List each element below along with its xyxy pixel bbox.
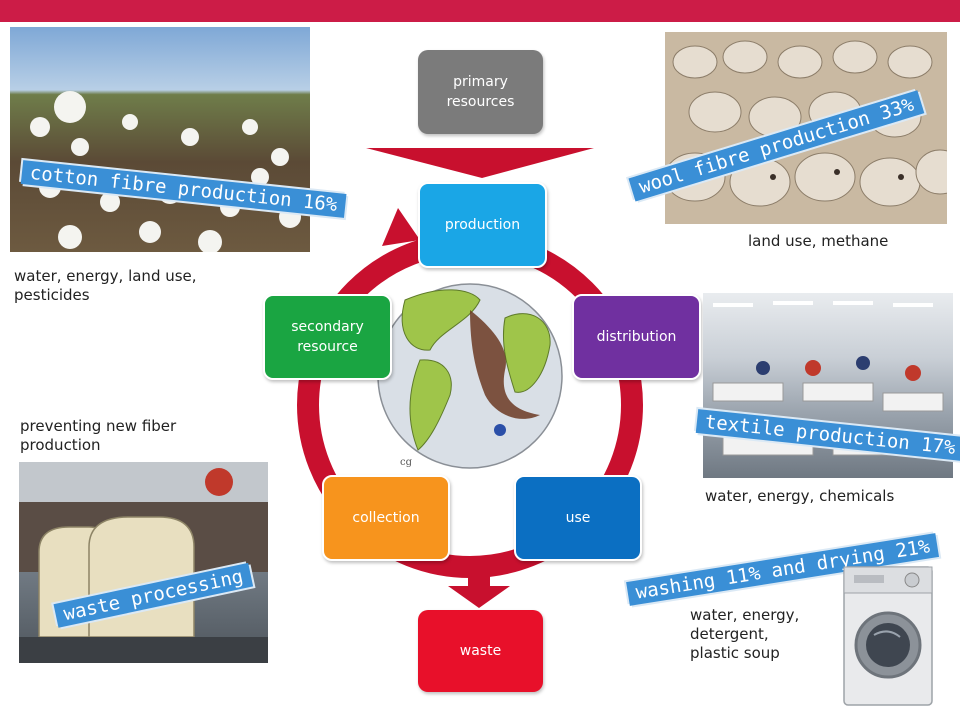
primary-down-arrow [366,148,594,178]
top-accent-bar [0,0,960,22]
cycle-arrowhead [382,208,420,246]
waste-arrow-shaft [468,556,490,586]
cotton-field-photo [10,27,310,252]
node-primary-resources-label: primary resources [446,74,515,110]
washing-machine-photo [842,565,934,707]
node-primary-resources: primary resources [418,50,543,134]
collection-bins-photo [19,462,268,663]
washing-caption: water, energy, detergent, plastic soup [690,606,800,662]
node-collection: collection [322,475,450,561]
wool-caption: land use, methane [748,232,889,250]
node-production-label: production [444,217,521,233]
cotton-caption: water, energy, land use, pesticides [14,267,197,304]
node-production: production [418,182,547,268]
globe-illustration: cg [377,283,563,469]
node-waste-label: waste [459,643,502,659]
waste-processing-caption: preventing new fiber production [20,417,177,454]
node-secondary-resource: secondary resource [263,294,392,380]
textile-caption: water, energy, chemicals [705,487,895,505]
node-waste: waste [418,610,543,692]
waste-arrow-head [448,586,510,608]
node-distribution-label: distribution [596,329,677,345]
node-use-label: use [565,510,591,526]
svg-text:cg: cg [400,457,413,468]
node-secondary-resource-label: secondary resource [291,319,364,355]
node-use: use [514,475,642,561]
node-distribution: distribution [572,294,701,380]
node-collection-label: collection [352,510,420,526]
